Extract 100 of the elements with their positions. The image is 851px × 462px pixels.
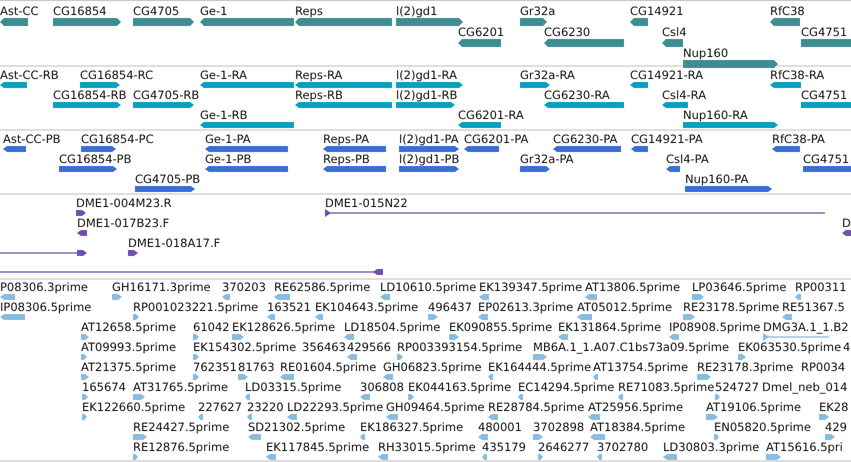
feature-label: AT05012.5prime <box>577 300 672 314</box>
feature-label: EK139347.5prime <box>479 280 582 294</box>
feature-label: CG4705 <box>133 4 180 18</box>
feature-label: RE12876.5prime <box>133 440 230 454</box>
feature-label: DME1-017B23.F <box>77 216 170 230</box>
feature-label: l(2)gd1-PB <box>399 152 460 166</box>
feature-label: MB6A.1_1.A07.C1bs73a09.5prime <box>533 340 730 354</box>
feature-label: Reps <box>295 4 323 18</box>
feature-label: 165674 <box>82 380 126 394</box>
feature-label: AT13806.5prime <box>585 280 680 294</box>
feature-label: Reps-PB <box>323 152 370 166</box>
feature-label: AT09993.5prime <box>81 340 176 354</box>
feature-label: LD10610.5prime <box>380 280 476 294</box>
feature-label: CG6201-RA <box>458 108 524 122</box>
feature-label: RfC38-RA <box>770 68 824 82</box>
feature-label: Reps-RA <box>295 68 342 82</box>
feature-label: CG16854 <box>53 4 107 18</box>
feature-label: RP00311 <box>795 280 847 294</box>
feature-label: EK186327.5prime <box>360 420 464 434</box>
feature-label: l(2)gd1 <box>396 4 438 18</box>
feature-label: Ast-CC-RB <box>0 68 59 82</box>
feature-label: CG6201-PA <box>464 132 528 146</box>
feature-label: LP03646.5prime <box>692 280 786 294</box>
feature-label: DMG3A.1_1.B2 <box>763 320 849 334</box>
feature-label: LD30803.3prime <box>663 440 760 454</box>
feature-label: 163521 <box>267 300 311 314</box>
feature-label: AT21375.5prime <box>81 360 176 374</box>
feature-label: Gr32a-PA <box>520 152 574 166</box>
feature-label: EK28 <box>819 400 848 414</box>
feature-label: RP003393154.5prime <box>397 340 522 354</box>
feature-label: CG16854-PC <box>81 132 154 146</box>
feature-label: Nup160-RA <box>683 108 748 122</box>
feature-label: AT12658.5prime <box>81 320 176 334</box>
feature-label: RE71083.5prime <box>618 380 714 394</box>
feature-label: 762351 <box>193 360 237 374</box>
feature-label: RP0034 <box>801 360 846 374</box>
feature-label: RE24427.5prime <box>133 420 230 434</box>
feature-label: Csl4 <box>662 25 687 39</box>
feature-label: Nup160-PA <box>685 172 748 186</box>
feature-label: GH09464.5prime <box>386 400 485 414</box>
feature-label: CG14921-RA <box>630 68 704 82</box>
feature-label: P08306.3prime <box>0 280 88 294</box>
feature-label: Nup160 <box>683 46 728 60</box>
feature-label: CG4751 <box>803 152 850 166</box>
feature-label: EK154302.5prime <box>193 340 296 354</box>
feature-label: AT15616.5pri <box>766 440 843 454</box>
feature-label: IP08306.5prime <box>0 300 92 314</box>
feature-label: EK044163.5prime <box>408 380 512 394</box>
feature-label: CG6230 <box>544 25 590 39</box>
feature-label: CG4751 <box>801 88 848 102</box>
feature-label: Ge-1-RB <box>200 108 248 122</box>
feature-label: 429566 <box>347 340 391 354</box>
feature-label: DME1-018A17.F <box>128 236 220 250</box>
feature-label: LD03315.5prime <box>245 380 342 394</box>
feature-label: CG4705-PB <box>135 172 200 186</box>
feature-label: RE51367.5 <box>782 300 845 314</box>
feature-label: RE62586.5prime <box>274 280 370 294</box>
feature-label: AT18384.5prime <box>590 420 686 434</box>
feature-label: 524727 <box>715 380 759 394</box>
feature-label: l(2)gd1-RB <box>396 88 458 102</box>
feature-label: Dmel_neb_014 <box>762 380 848 394</box>
feature-label: RH33015.5prime <box>378 440 476 454</box>
feature-label: l(2)gd1-RA <box>396 68 457 82</box>
feature-label: Reps-PA <box>323 132 370 146</box>
feature-label: 227627 <box>198 400 242 414</box>
feature-label: RE23178.5prime <box>683 300 780 314</box>
feature-label: GH16171.3prime <box>112 280 211 294</box>
feature-label: AT19106.5prime <box>706 400 802 414</box>
feature-label: Csl4-RA <box>662 88 706 102</box>
feature-label: l(2)gd1-PA <box>399 132 459 146</box>
feature-label: 4 <box>843 340 850 354</box>
feature-label: CG16854-PB <box>59 152 132 166</box>
feature-label: EK063530.5prime <box>738 340 842 354</box>
feature-label: Ast-CC-PB <box>3 132 61 146</box>
feature-label: CG4751 <box>801 25 848 39</box>
feature-label: IP08908.5prime <box>669 320 760 334</box>
feature-label: Ge-1-PA <box>205 132 251 146</box>
feature-label: EK104643.5prime <box>315 300 418 314</box>
feature-label: CG6230-RA <box>544 88 610 102</box>
feature-label: Reps-RB <box>295 88 343 102</box>
feature-label: CG16854-RB <box>53 88 127 102</box>
feature-label: CG6230-PA <box>553 132 618 146</box>
feature-label: EN05820.5prime <box>714 420 811 434</box>
feature-label: Csl4-PA <box>666 152 709 166</box>
feature-label: 23220 <box>247 400 284 414</box>
feature-label: 496437 <box>428 300 472 314</box>
feature-label: EP02613.3prime <box>478 300 574 314</box>
feature-label: Gr32a <box>520 4 556 18</box>
feature-label: 370203 <box>222 280 266 294</box>
feature-label: 356463 <box>302 340 346 354</box>
feature-label: GH06823.5prime <box>383 360 482 374</box>
feature-label: 81763 <box>238 360 275 374</box>
feature-label: EK128626.5prime <box>232 320 336 334</box>
feature-label: RfC38 <box>770 4 805 18</box>
feature-label: 2646277 <box>538 440 590 454</box>
feature-label: RE01604.5prime <box>280 360 376 374</box>
feature-label: 435179 <box>482 440 526 454</box>
feature-label: EK131864.5prime <box>558 320 662 334</box>
feature-label: RE23178.3prime <box>697 360 794 374</box>
feature-label: CG6201 <box>458 25 504 39</box>
